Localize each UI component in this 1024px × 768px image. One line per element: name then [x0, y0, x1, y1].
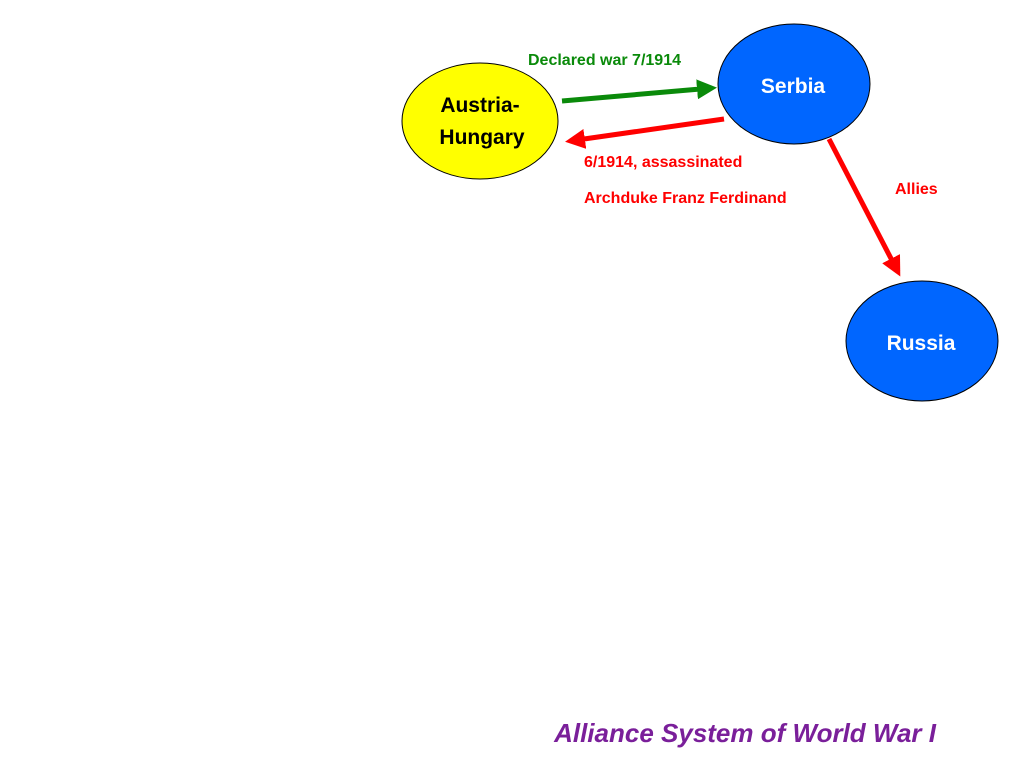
- russia-label: Russia: [887, 332, 956, 355]
- allies-arrow: [826, 137, 901, 277]
- slide-title: Alliance System of World War I: [554, 718, 936, 748]
- austria-hungary-node: [401, 62, 559, 180]
- serbia-node: [717, 23, 871, 145]
- allies-label: Allies: [895, 181, 938, 198]
- serbia-label: Serbia: [761, 75, 826, 98]
- assassination-arrow: [565, 116, 725, 149]
- assassination-label-line1: 6/1914, assassinated: [584, 154, 742, 171]
- russia-node: [845, 280, 999, 402]
- austria-hungary-label-line2: Hungary: [439, 126, 525, 149]
- assassination-label-line2: Archduke Franz Ferdinand: [584, 190, 787, 207]
- declared-war-label: Declared war 7/1914: [528, 52, 681, 69]
- austria-hungary-label-line1: Austria-: [440, 94, 519, 117]
- declared-war-arrow: [561, 79, 717, 104]
